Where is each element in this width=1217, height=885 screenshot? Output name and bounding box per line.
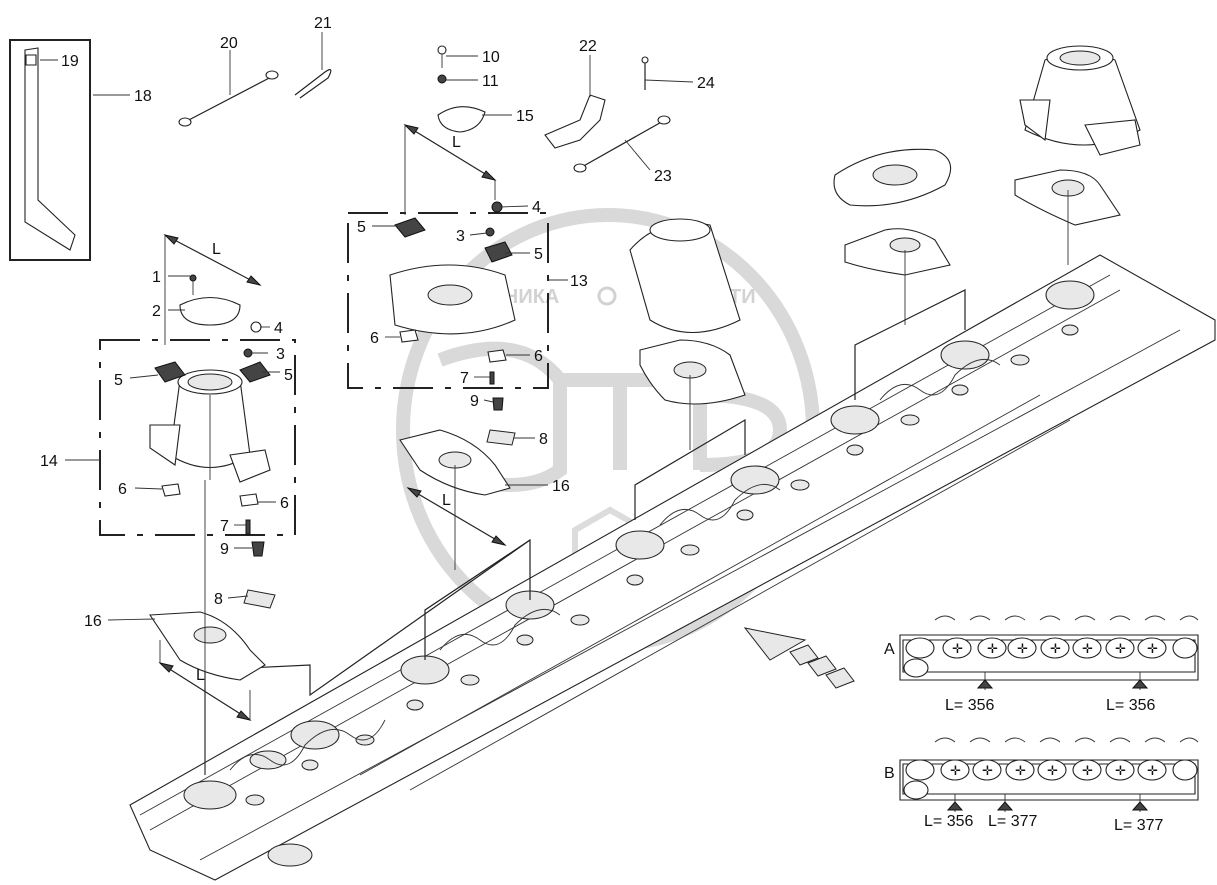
travel-direction-arrow bbox=[743, 627, 855, 689]
callout-22: 22 bbox=[579, 38, 597, 55]
callout-20: 20 bbox=[220, 35, 238, 52]
svg-text:✛: ✛ bbox=[1115, 763, 1126, 778]
callout-6-left-b: 6 bbox=[280, 495, 289, 512]
callout-4-left: 4 bbox=[274, 320, 283, 337]
callout-21: 21 bbox=[314, 15, 332, 32]
dim-L-3: L bbox=[442, 492, 451, 509]
callout-14: 14 bbox=[40, 453, 58, 470]
svg-text:✛: ✛ bbox=[952, 641, 963, 656]
callout-7-center: 7 bbox=[460, 370, 469, 387]
callout-16-left: 16 bbox=[84, 613, 102, 630]
callout-9-left: 9 bbox=[220, 541, 229, 558]
callout-8-left: 8 bbox=[214, 591, 223, 608]
callout-23: 23 bbox=[654, 168, 672, 185]
variant-b-dim-1: L= 356 bbox=[924, 813, 973, 830]
dim-L-4: L bbox=[196, 667, 205, 684]
dim-L-2: L bbox=[452, 134, 461, 151]
svg-text:✛: ✛ bbox=[1082, 763, 1093, 778]
svg-text:✛: ✛ bbox=[1017, 641, 1028, 656]
callout-6-left-a: 6 bbox=[118, 481, 127, 498]
callout-3-center: 3 bbox=[456, 228, 465, 245]
svg-text:✛: ✛ bbox=[1050, 641, 1061, 656]
variant-a-inset: ✛ ✛ ✛ ✛ ✛ ✛ ✛ A L= 356 L= 356 bbox=[884, 615, 1199, 714]
callout-5-left-a: 5 bbox=[114, 372, 123, 389]
callout-3-left: 3 bbox=[276, 346, 285, 363]
svg-text:✛: ✛ bbox=[1147, 641, 1158, 656]
callout-1: 1 bbox=[152, 269, 161, 286]
variant-b-label: B bbox=[884, 765, 895, 782]
callout-13: 13 bbox=[570, 273, 588, 290]
callout-9-center: 9 bbox=[470, 393, 479, 410]
dimension-arrows: L L L L bbox=[158, 124, 507, 721]
callout-6-center-b: 6 bbox=[534, 348, 543, 365]
variant-b-discs: ✛ ✛ ✛ ✛ ✛ ✛ ✛ bbox=[905, 759, 1198, 781]
variant-a-dim-2: L= 356 bbox=[1106, 697, 1155, 714]
svg-text:✛: ✛ bbox=[987, 641, 998, 656]
callout-11: 11 bbox=[482, 73, 499, 90]
svg-text:✛: ✛ bbox=[982, 763, 993, 778]
variant-a-dim-1: L= 356 bbox=[945, 697, 994, 714]
gear-icon bbox=[597, 286, 617, 306]
variant-a-label: A bbox=[884, 641, 895, 658]
assembly-box-14 bbox=[99, 274, 296, 775]
leader-lines bbox=[40, 32, 694, 621]
svg-text:✛: ✛ bbox=[1147, 763, 1158, 778]
svg-text:✛: ✛ bbox=[1115, 641, 1126, 656]
variant-b-inset: ✛ ✛ ✛ ✛ ✛ ✛ ✛ B L= 356 L= 377 L= 377 bbox=[884, 737, 1199, 834]
callout-8-center: 8 bbox=[539, 431, 548, 448]
callout-10: 10 bbox=[482, 49, 500, 66]
callout-6-center-a: 6 bbox=[370, 330, 379, 347]
right-disc-stack bbox=[629, 45, 1141, 450]
svg-text:✛: ✛ bbox=[1015, 763, 1026, 778]
callout-2: 2 bbox=[152, 303, 161, 320]
callout-15: 15 bbox=[516, 108, 534, 125]
svg-text:✛: ✛ bbox=[1082, 641, 1093, 656]
callout-5-left-b: 5 bbox=[284, 367, 293, 384]
callout-7-left: 7 bbox=[220, 518, 229, 535]
assembly-box-13 bbox=[347, 201, 549, 570]
callout-5-center-a: 5 bbox=[357, 219, 366, 236]
gear-holes bbox=[245, 324, 1079, 806]
disc-hubs bbox=[183, 280, 1095, 810]
svg-text:✛: ✛ bbox=[950, 763, 961, 778]
variant-a-discs: ✛ ✛ ✛ ✛ ✛ ✛ ✛ bbox=[905, 637, 1198, 659]
callout-19: 19 bbox=[61, 53, 79, 70]
callout-18: 18 bbox=[134, 88, 152, 105]
variant-b-dim-2: L= 377 bbox=[988, 813, 1037, 830]
variant-b-dim-3: L= 377 bbox=[1114, 817, 1163, 834]
dim-L-1: L bbox=[212, 241, 221, 258]
callout-4-center: 4 bbox=[532, 199, 541, 216]
top-parts bbox=[9, 39, 671, 261]
callout-labels: 1 2 3 4 5 5 6 6 7 9 8 16 14 5 3 5 6 6 7 … bbox=[40, 15, 715, 630]
svg-text:✛: ✛ bbox=[1047, 763, 1058, 778]
callout-5-center-b: 5 bbox=[534, 246, 543, 263]
callout-16-center: 16 bbox=[552, 478, 570, 495]
cutter-bar bbox=[129, 254, 1216, 881]
callout-24: 24 bbox=[697, 75, 715, 92]
